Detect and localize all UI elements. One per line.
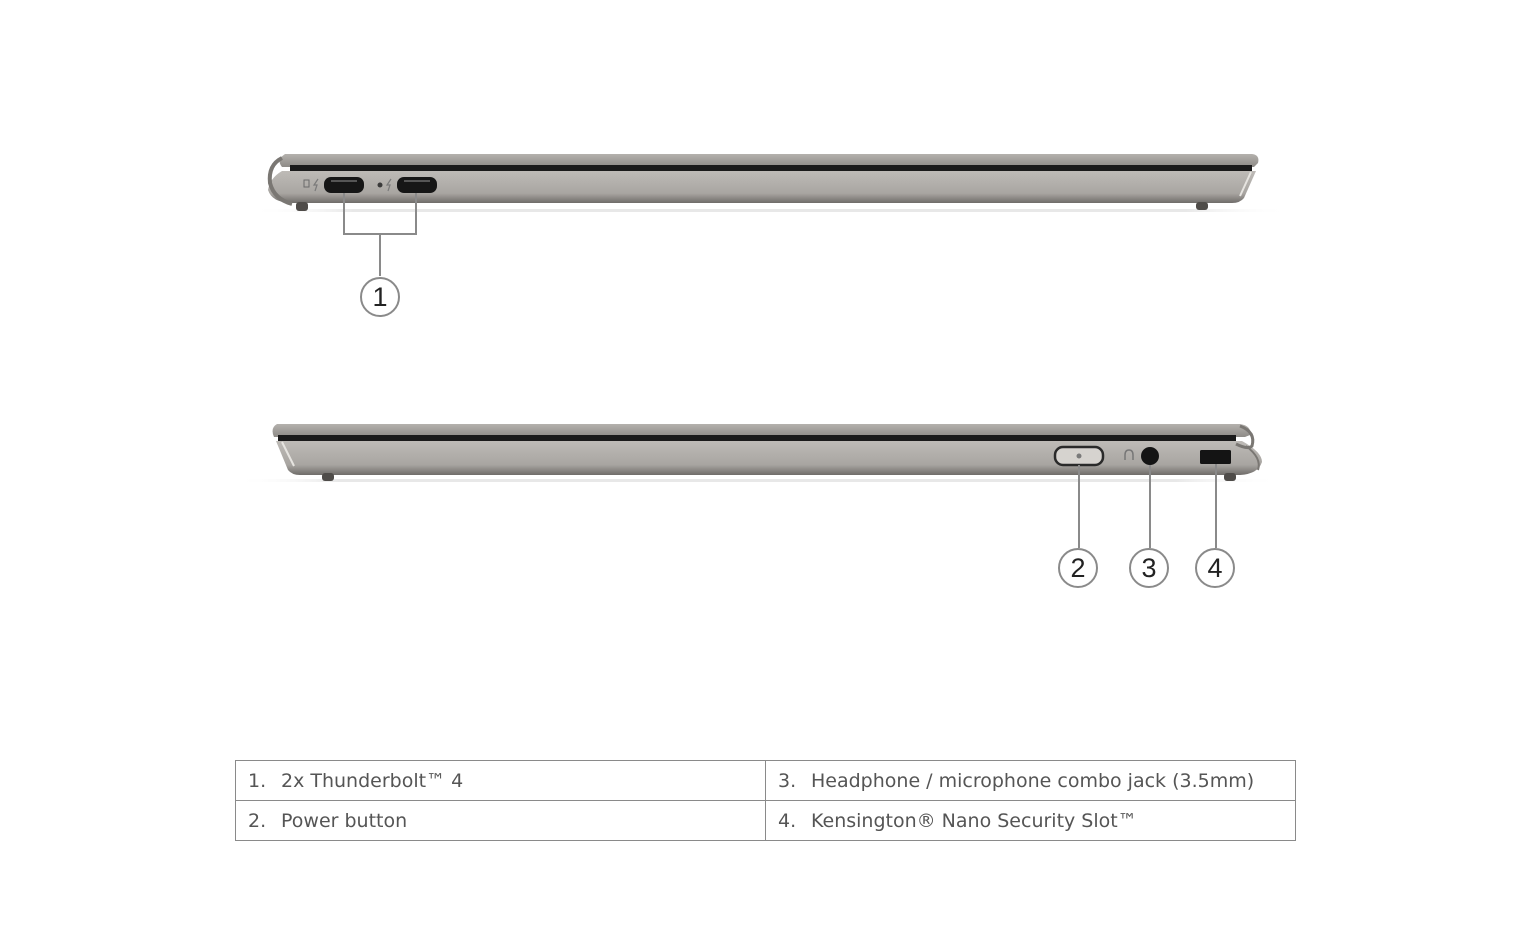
- legend-number: 1.: [248, 769, 267, 792]
- right-side-view: 2 3 4: [0, 400, 1536, 600]
- legend-number: 3.: [778, 769, 797, 792]
- thunderbolt-port-1: [324, 177, 364, 193]
- security-slot: [1200, 450, 1231, 464]
- power-thunderbolt-icon: [303, 178, 319, 192]
- legend-label: Headphone / microphone combo jack (3.5mm…: [811, 769, 1255, 792]
- port-legend-table: 1. 2x Thunderbolt™ 4 3. Headphone / microp…: [235, 760, 1296, 841]
- legend-label: 2x Thunderbolt™ 4: [281, 769, 464, 792]
- table-row: 1. 2x Thunderbolt™ 4 3. Headphone / microp…: [235, 760, 1296, 801]
- laptop-right-side-illustration: [235, 424, 1280, 548]
- left-side-view: 1: [0, 0, 1536, 340]
- legend-cell: 1. 2x Thunderbolt™ 4: [235, 760, 766, 801]
- callout-4: 4: [1195, 548, 1235, 588]
- headphone-icon: [1124, 449, 1134, 460]
- callout-3: 3: [1129, 548, 1169, 588]
- callout-leader-1: [343, 193, 417, 276]
- table-row: 2. Power button 4. Kensington® Nano Securi…: [235, 800, 1296, 841]
- legend-number: 4.: [778, 809, 797, 832]
- legend-cell: 3. Headphone / microphone combo jack (3.5…: [765, 760, 1296, 801]
- legend-label: Power button: [281, 809, 408, 832]
- power-button: [1053, 445, 1105, 467]
- thunderbolt-port-2: [397, 177, 437, 193]
- thunderbolt-icon: [377, 178, 392, 192]
- laptop-left-side-illustration: [250, 154, 1290, 276]
- legend-label: Kensington® Nano Security Slot™: [811, 809, 1137, 832]
- callout-2: 2: [1058, 548, 1098, 588]
- callout-1: 1: [360, 277, 400, 317]
- legend-number: 2.: [248, 809, 267, 832]
- legend-cell: 4. Kensington® Nano Security Slot™: [765, 800, 1296, 841]
- headphone-jack: [1141, 447, 1159, 465]
- legend-cell: 2. Power button: [235, 800, 766, 841]
